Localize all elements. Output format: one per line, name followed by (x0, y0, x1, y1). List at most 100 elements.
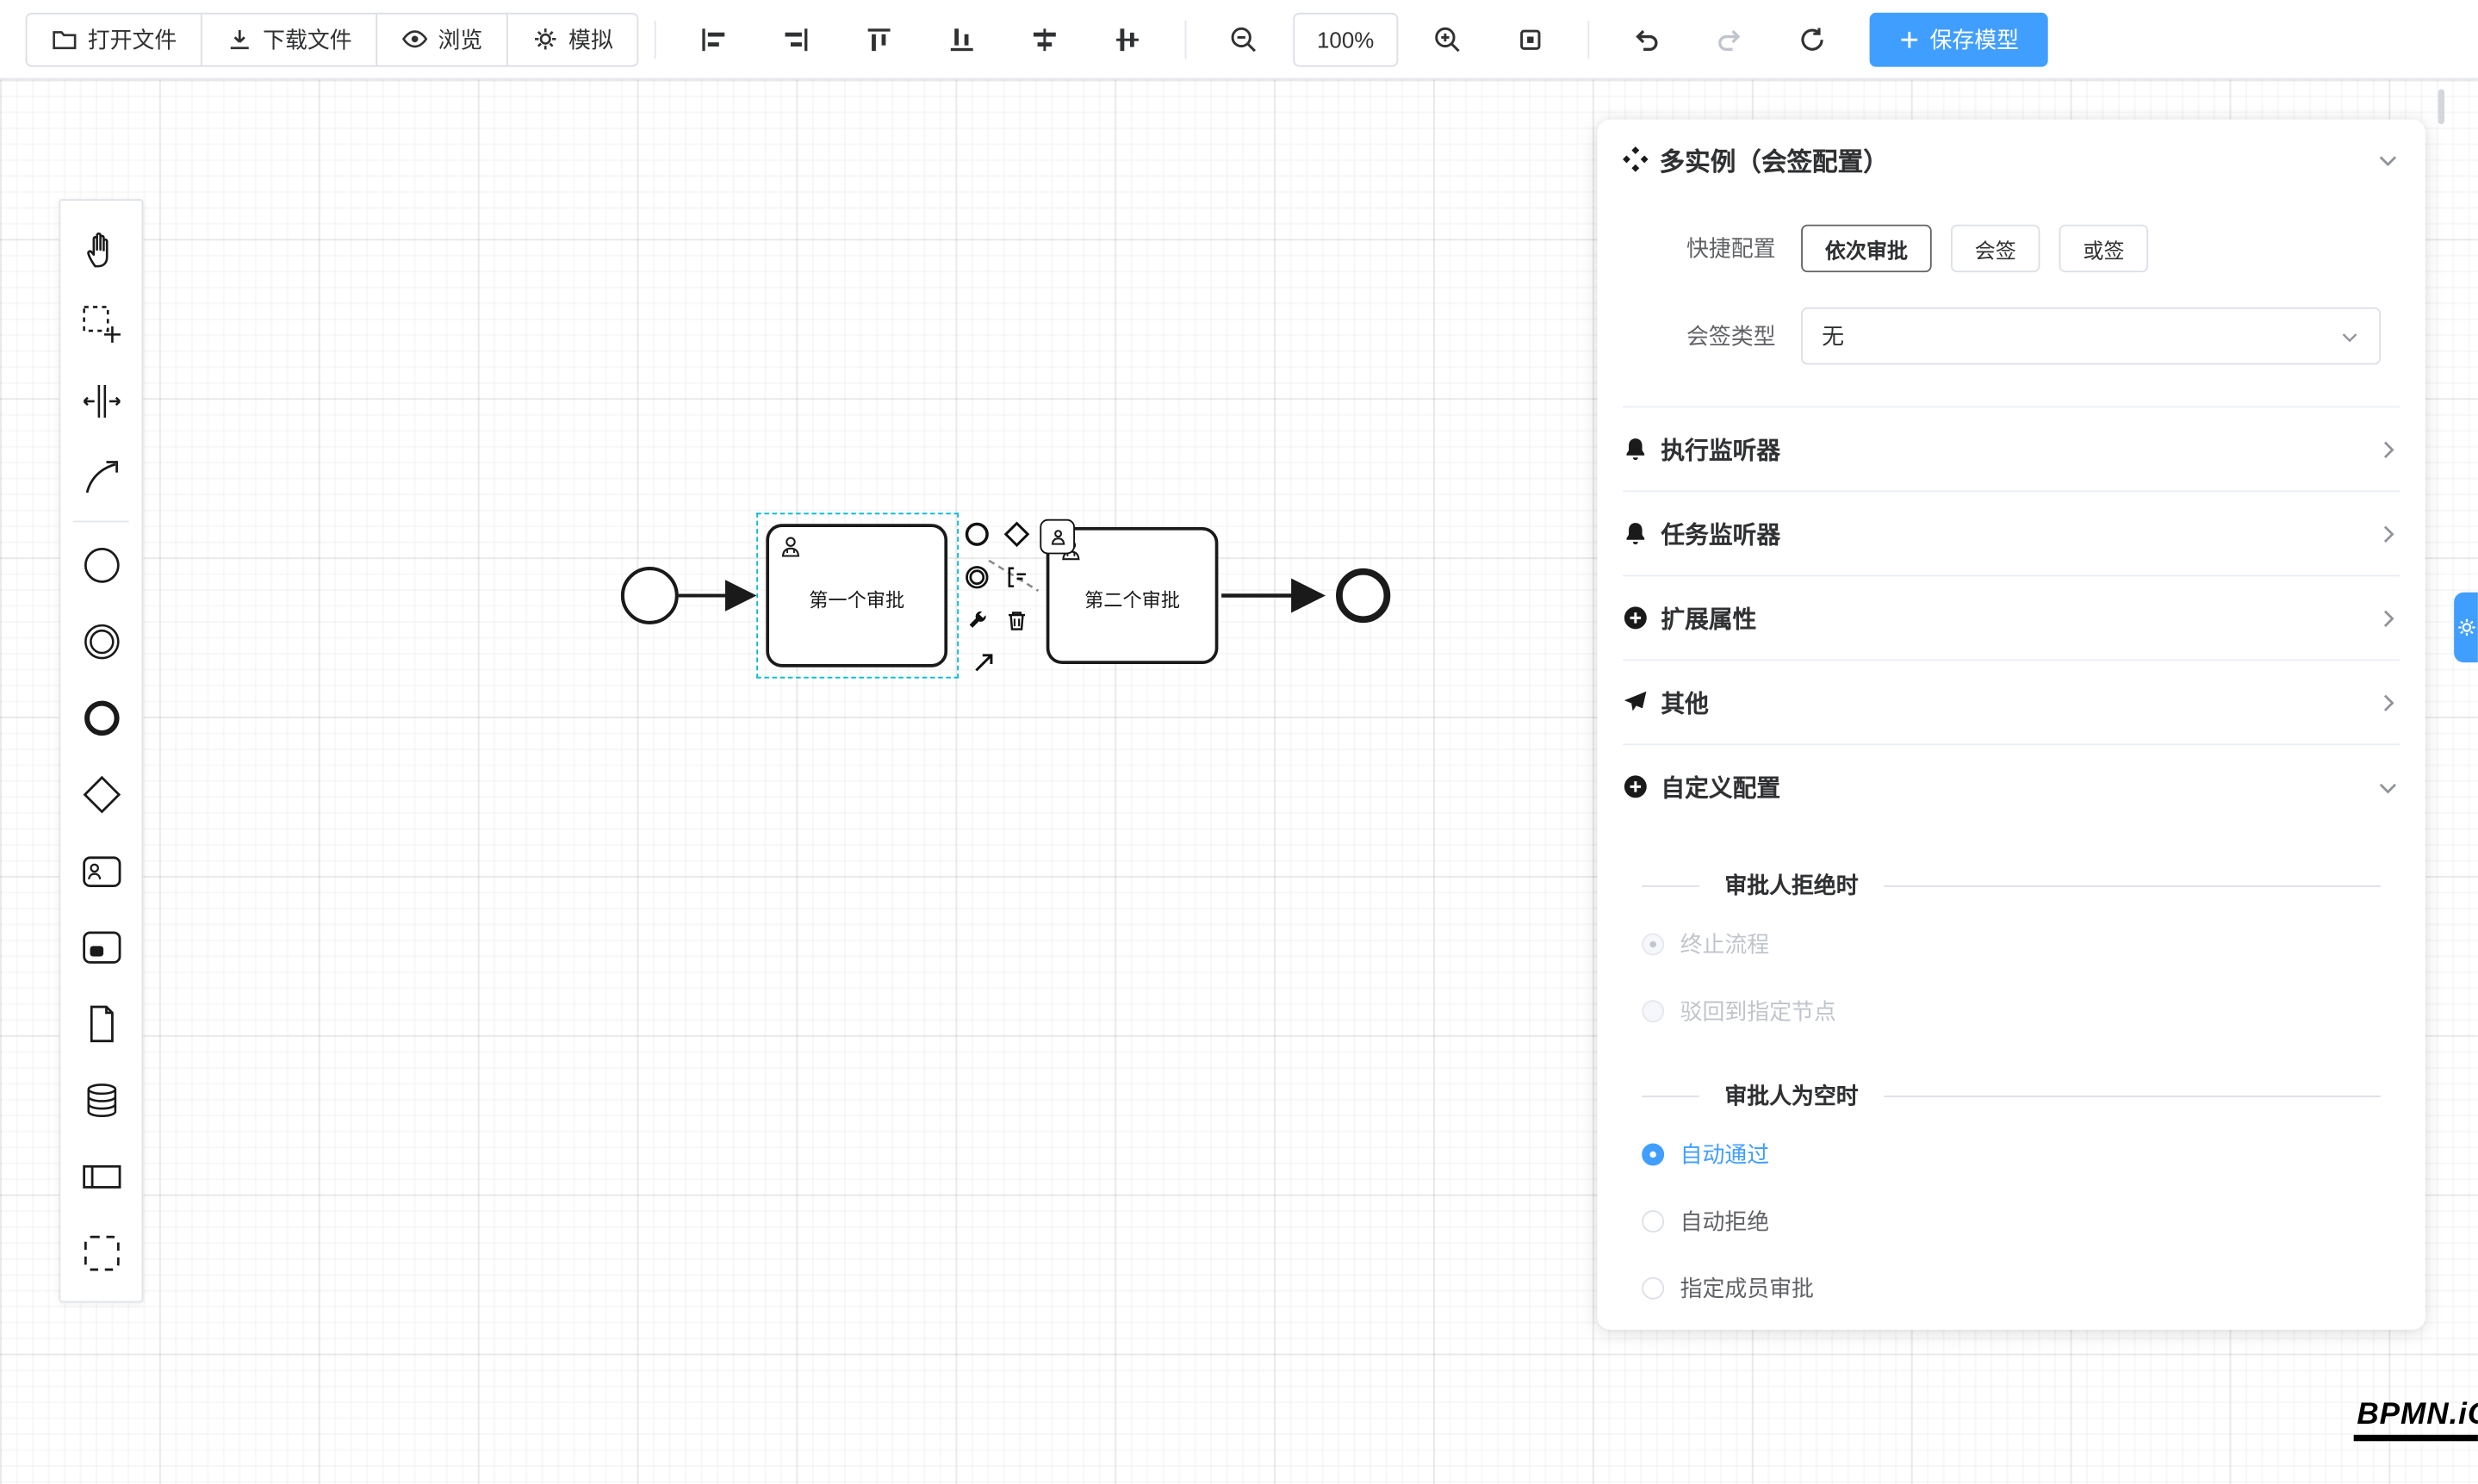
end-event-icon (84, 700, 119, 736)
circle-icon (965, 522, 989, 546)
undo-button[interactable] (1613, 12, 1680, 66)
user-task-icon (779, 535, 803, 563)
space-tool-icon (82, 384, 121, 418)
open-file-label: 打开文件 (87, 26, 177, 53)
sequential-approval-button[interactable]: 依次审批 (1801, 224, 1932, 273)
settings-toggle[interactable] (2454, 592, 2478, 663)
countersign-button[interactable]: 会签 (1950, 224, 2040, 273)
sign-type-select[interactable]: 无 (1801, 307, 2382, 365)
align-bottom-button[interactable] (928, 12, 996, 66)
palette-end-event[interactable] (60, 680, 141, 756)
chevron-right-icon (2376, 690, 2400, 714)
empty-divider-title: 审批人为空时 (1724, 1083, 1859, 1108)
wrench-icon (969, 611, 986, 628)
end-event[interactable] (1336, 568, 1391, 624)
radio-icon (1642, 1210, 1665, 1233)
user-task-icon (82, 856, 121, 887)
chevron-down-icon (2339, 326, 2360, 346)
section-extended-attributes[interactable]: 扩展属性 (1597, 576, 2425, 659)
align-center-horizontal-button[interactable] (1011, 12, 1078, 66)
change-type-button[interactable] (959, 602, 996, 639)
palette-start-event[interactable] (60, 527, 141, 604)
palette-data-object[interactable] (60, 985, 141, 1062)
toolbar: 打开文件 下载文件 浏览 模拟 (0, 0, 2478, 80)
zoom-out-button[interactable] (1210, 12, 1277, 66)
download-file-button[interactable]: 下载文件 (200, 11, 378, 66)
double-circle-icon (966, 566, 989, 589)
radio-auto-reject[interactable]: 自动拒绝 (1642, 1188, 2381, 1255)
panel-header[interactable]: 多实例（会签配置） (1597, 120, 2425, 199)
download-icon (227, 26, 253, 53)
task-label: 第二个审批 (1084, 588, 1181, 612)
canvas[interactable]: 第一个审批 (0, 79, 2478, 1484)
palette-global-connect-tool[interactable] (60, 439, 141, 516)
align-right-button[interactable] (763, 12, 830, 66)
align-top-button[interactable] (846, 12, 913, 66)
orsign-button[interactable]: 或签 (2059, 224, 2149, 273)
radio-assign-member[interactable]: 指定成员审批 (1642, 1255, 2381, 1322)
hand-icon (86, 232, 108, 268)
radio-reject-to-node[interactable]: 驳回到指定节点 (1642, 978, 2381, 1045)
preview-button[interactable]: 浏览 (376, 11, 508, 66)
simulate-gear-icon (532, 26, 559, 53)
align-left-button[interactable] (680, 12, 747, 66)
radio-terminate-process[interactable]: 终止流程 (1642, 911, 2381, 978)
radio-icon (1642, 933, 1665, 956)
palette-space-tool[interactable] (60, 363, 141, 440)
palette-hand-tool[interactable] (60, 210, 141, 287)
quick-config-row: 快捷配置 依次审批 会签 或签 (1597, 224, 2425, 273)
align-center-horizontal-icon (1033, 28, 1056, 51)
save-model-button[interactable]: 保存模型 (1869, 11, 2048, 66)
delete-button[interactable] (998, 602, 1035, 639)
panel-title-text: 多实例（会签配置） (1659, 149, 1889, 177)
folder-icon (51, 26, 78, 53)
chevron-down-icon[interactable] (2376, 147, 2400, 171)
refresh-button[interactable] (1779, 12, 1846, 66)
append-text-annotation-button[interactable] (998, 559, 1035, 596)
simulate-button[interactable]: 模拟 (506, 11, 639, 66)
circle-plus-icon (1623, 605, 1649, 631)
redo-button[interactable] (1696, 12, 1763, 66)
plus-icon (1898, 28, 1921, 50)
palette-separator (73, 520, 129, 523)
section-label: 任务监听器 (1661, 521, 1781, 549)
connect-flow-button[interactable] (965, 643, 1002, 680)
section-label: 自定义配置 (1661, 774, 1781, 802)
palette-group[interactable] (60, 1215, 141, 1292)
radio-auto-pass[interactable]: 自动通过 (1642, 1121, 2381, 1189)
section-task-listeners[interactable]: 任务监听器 (1597, 492, 2425, 574)
section-other[interactable]: 其他 (1597, 661, 2425, 743)
zoom-in-button[interactable] (1413, 12, 1481, 66)
scrollbar-thumb[interactable] (2438, 89, 2445, 125)
gateway-icon (82, 775, 121, 814)
reset-zoom-button[interactable] (1497, 12, 1564, 66)
append-end-event-button[interactable] (959, 516, 996, 553)
palette-user-task[interactable] (60, 833, 141, 910)
section-custom-config[interactable]: 自定义配置 (1597, 745, 2425, 828)
append-intermediate-event-button[interactable] (959, 559, 996, 596)
append-gateway-button[interactable] (998, 516, 1035, 553)
undo-icon (1635, 28, 1658, 51)
section-execution-listeners[interactable]: 执行监听器 (1597, 407, 2425, 490)
chevron-right-icon (2376, 606, 2400, 630)
open-file-button[interactable]: 打开文件 (25, 11, 202, 66)
palette-participant[interactable] (60, 1139, 141, 1215)
palette-gateway[interactable] (60, 756, 141, 833)
start-event[interactable] (620, 567, 679, 624)
task-first-approval[interactable]: 第一个审批 (766, 524, 948, 667)
drag-preview-line (988, 559, 1040, 593)
intermediate-event-icon (84, 624, 119, 660)
palette-intermediate-event[interactable] (60, 604, 141, 680)
palette-sub-process[interactable] (60, 910, 141, 986)
divider (1623, 659, 2400, 661)
divider (1623, 406, 2400, 408)
palette-data-store[interactable] (60, 1062, 141, 1139)
align-left-icon (702, 28, 725, 51)
pool-icon (82, 1164, 121, 1189)
palette-lasso-tool[interactable] (60, 287, 141, 363)
zoom-level-button[interactable]: 100% (1293, 11, 1398, 66)
gear-icon (2457, 618, 2475, 636)
user-task-badge-icon (1040, 518, 1076, 555)
task-label: 第一个审批 (809, 588, 905, 612)
align-center-vertical-button[interactable] (1094, 12, 1161, 66)
